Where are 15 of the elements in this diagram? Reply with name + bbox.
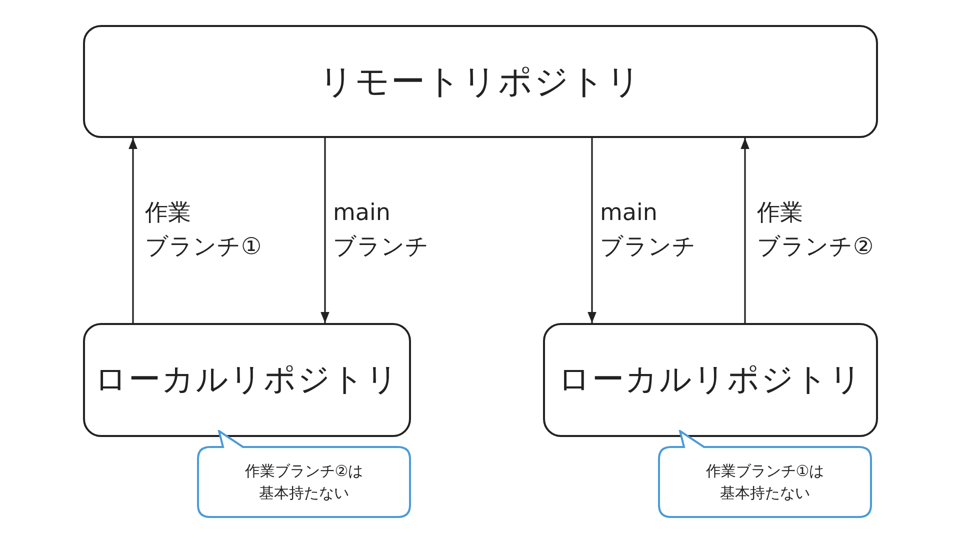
note-text: 作業ブランチ②は基本持たない [244,461,364,504]
edge-label: 作業ブランチ② [757,199,874,262]
edge-label: 作業ブランチ① [145,199,262,262]
speech-bubble [197,430,411,518]
arrow [740,138,750,323]
repository-box: ローカルリポジトリ [83,323,411,437]
speech-bubble [658,430,872,518]
arrow [320,138,330,323]
arrow [128,138,138,323]
arrow [588,138,596,323]
repository-box: ローカルリポジトリ [543,323,878,437]
edge-label: main ブランチ [600,199,697,262]
edge-label: main ブランチ [333,199,430,262]
note-text: 作業ブランチ①は基本持たない [706,461,824,504]
repository-box: リモートリポジトリ [83,25,878,138]
